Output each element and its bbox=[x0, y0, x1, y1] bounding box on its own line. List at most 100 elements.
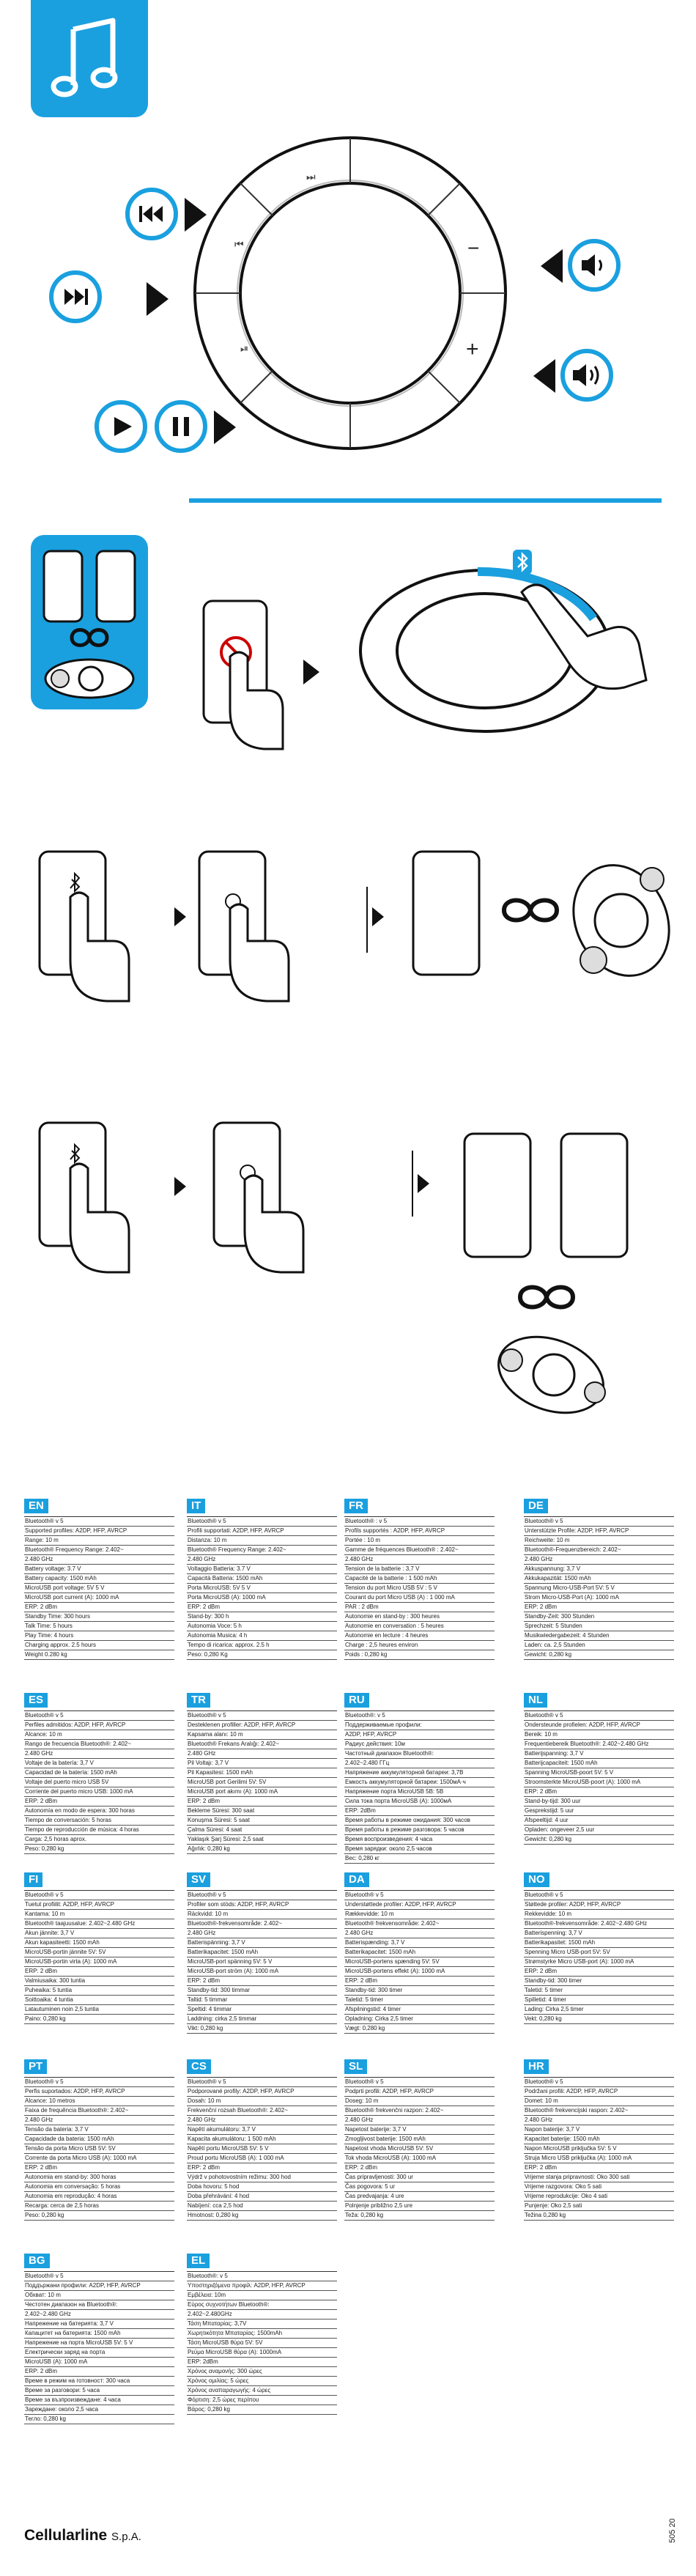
spec-row: Play Time: 4 hours bbox=[24, 1631, 174, 1641]
spec-row: Bluetooth® : v 5 bbox=[344, 1517, 495, 1527]
spec-row: Napětí akumulátoru: 3,7 V bbox=[187, 2125, 337, 2135]
spec-row: 2.480 GHz bbox=[24, 1555, 174, 1565]
language-code: DE bbox=[524, 1499, 548, 1513]
svg-text:⏮: ⏮ bbox=[234, 239, 244, 251]
spec-row: Napětí portu MicroUSB 5V: 5 V bbox=[187, 2144, 337, 2154]
pairing-badge bbox=[31, 535, 148, 709]
language-code: NL bbox=[524, 1693, 547, 1708]
spec-row: ERP: 2 dBm bbox=[187, 1603, 337, 1612]
spec-row: Doba přehrávání: 4 hod bbox=[187, 2192, 337, 2202]
spec-row: Емкость аккумуляторной батареи: 1500мА·ч bbox=[344, 1778, 495, 1787]
play-button[interactable] bbox=[94, 399, 148, 454]
spec-row: Taletid: 5 timer bbox=[344, 1996, 495, 2005]
speaker-illustration bbox=[572, 864, 670, 977]
spec-row: Bluetooth® v 5 bbox=[524, 1891, 674, 1900]
spec-row: Batterijspanning: 3,7 V bbox=[524, 1749, 674, 1759]
spec-row: Електрически заряд на порта bbox=[24, 2348, 174, 2358]
spec-row: Χωρητικότητα Μπαταρίας: 1500mAh bbox=[187, 2329, 337, 2339]
pointer-arrow-icon bbox=[214, 410, 236, 444]
spec-row: MicroUSB-port spänning 5V: 5 V bbox=[187, 1957, 337, 1967]
brand-suffix: S.p.A. bbox=[111, 2531, 141, 2543]
infinity-icon bbox=[501, 898, 560, 923]
pointer-arrow-icon bbox=[418, 1174, 429, 1193]
spec-row: 2.480 GHz bbox=[187, 1929, 337, 1938]
spec-row: ERP: 2 dBm bbox=[187, 1977, 337, 1986]
spec-row: Bereik: 10 m bbox=[524, 1730, 674, 1740]
spec-row: MicroUSB-port ström (A): 1000 mA bbox=[187, 1967, 337, 1977]
spec-row: Време за разговори: 5 часа bbox=[24, 2386, 174, 2396]
spec-row: Corriente del puerto micro USB: 1000 mA bbox=[24, 1787, 174, 1797]
spec-row: Frekvenční rozsah Bluetooth®: 2.402~ bbox=[187, 2106, 337, 2116]
step-separator bbox=[366, 887, 368, 953]
next-track-button[interactable] bbox=[48, 270, 103, 324]
spec-row: Tok vhoda MicroUSB (A): 1000 mA bbox=[344, 2154, 495, 2163]
spec-row: Φόρτιση: 2,5 ώρες περίπου bbox=[187, 2396, 337, 2405]
spec-row: Carga: 2,5 horas aprox. bbox=[24, 1835, 174, 1845]
spec-row: MicroUSB port voltage: 5V 5 V bbox=[24, 1584, 174, 1593]
spec-row: Taletid: 5 timer bbox=[524, 1986, 674, 1996]
spec-row: ERP: 2 dBm bbox=[344, 1977, 495, 1986]
phone-bluetooth-step-2 bbox=[38, 1121, 130, 1274]
spec-row: Podprti profili: A2DP, HFP, AVRCP bbox=[344, 2087, 495, 2097]
spec-row: Standby-tid: 300 timmar bbox=[187, 1986, 337, 1996]
pause-button[interactable] bbox=[154, 399, 208, 454]
spec-row: Valmiusaika: 300 tuntia bbox=[24, 1977, 174, 1986]
language-code: PT bbox=[24, 2059, 48, 2074]
spec-row: Bluetooth® taajuusalue: 2.402~2.480 GHz bbox=[24, 1919, 174, 1929]
spec-row: Χρόνος ομιλίας: 5 ώρες bbox=[187, 2377, 337, 2386]
spec-row: Ρεύμα MicroUSB θύρα (A): 1000mA bbox=[187, 2348, 337, 2358]
svg-text:−: − bbox=[467, 237, 479, 259]
spec-row: Капацитет на батерията: 1500 mAh bbox=[24, 2329, 174, 2339]
volume-up-button[interactable] bbox=[560, 348, 614, 402]
language-code: SL bbox=[344, 2059, 368, 2074]
spec-row: ERP: 2 dBm bbox=[187, 1797, 337, 1806]
language-code: RU bbox=[344, 1693, 369, 1708]
pointer-arrow-icon bbox=[185, 198, 207, 232]
spec-row: Vrijeme stanja pripravnosti: Oko 300 sat… bbox=[524, 2173, 674, 2182]
spec-row: 2.480 GHz bbox=[524, 2116, 674, 2125]
spec-row: MicroUSB-portens spænding 5V: 5V bbox=[344, 1957, 495, 1967]
spec-row: Podržani profili: A2DP, HFP, AVRCP bbox=[524, 2087, 674, 2097]
volume-down-button[interactable] bbox=[567, 238, 621, 292]
language-code: SV bbox=[187, 1872, 211, 1887]
spec-row: Gewicht: 0,280 kg bbox=[524, 1835, 674, 1845]
spec-row: Bluetooth® v 5 bbox=[344, 1891, 495, 1900]
spec-row: Perfis suportados: A2DP, HFP, AVRCP bbox=[24, 2087, 174, 2097]
spec-row: Capacité de la batterie : 1 500 mAh bbox=[344, 1574, 495, 1584]
spec-row: ERP: 2 dBm bbox=[24, 1967, 174, 1977]
spec-row: Bluetooth® v 5 bbox=[187, 1517, 337, 1527]
previous-track-button[interactable] bbox=[125, 187, 179, 241]
spec-row: Capacidade da bateria: 1500 mAh bbox=[24, 2135, 174, 2144]
spec-row: Charge : 2,5 heures environ bbox=[344, 1641, 495, 1650]
spec-row: Peso: 0,280 kg bbox=[24, 1845, 174, 1854]
spec-row: Tiempo de reproducción de música: 4 hora… bbox=[24, 1826, 174, 1835]
spec-row: Teža: 0,280 kg bbox=[344, 2211, 495, 2221]
svg-text:⏯: ⏯ bbox=[240, 343, 248, 355]
spec-row: Bluetooth® Frekans Aralığı: 2.402~ bbox=[187, 1740, 337, 1749]
spec-row: Напрежение на батерията: 3,7 V bbox=[24, 2319, 174, 2329]
speaker-ring: − + ⏭ ⏮ ⏯ bbox=[193, 136, 507, 450]
spec-row: Tension du port Micro USB 5V : 5 V bbox=[344, 1584, 495, 1593]
spec-row: Βάρος: 0,280 kg bbox=[187, 2405, 337, 2415]
spec-row: Bluetooth® Frequency Range: 2.402~ bbox=[187, 1546, 337, 1555]
spec-row: Poids : 0,280 kg bbox=[344, 1650, 495, 1660]
spec-row: Autonomia em stand-by: 300 horas bbox=[24, 2173, 174, 2182]
document-code: 505 20 bbox=[668, 2518, 677, 2543]
spec-row: Afspeeltijd: 4 uur bbox=[524, 1816, 674, 1826]
spec-row: ERP: 2 dBm bbox=[524, 1603, 674, 1612]
spec-row: Profiler som stöds: A2DP, HFP, AVRCP bbox=[187, 1900, 337, 1910]
spec-row: Bluetooth® v 5 bbox=[344, 2078, 495, 2087]
next-track-icon bbox=[49, 270, 102, 323]
spec-row: Polnjenje približno 2,5 ure bbox=[344, 2202, 495, 2211]
spec-row: Bluetooth® v 5 bbox=[187, 2078, 337, 2087]
spec-row: Čas pogovora: 5 ur bbox=[344, 2182, 495, 2192]
